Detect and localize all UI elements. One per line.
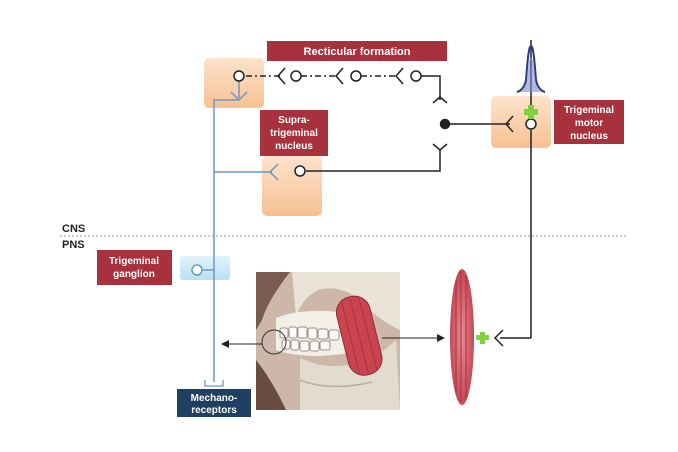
reticular-formation-label: Recticular formation xyxy=(267,41,447,61)
trigeminal-motor-nucleus-box xyxy=(491,96,551,148)
action-potential-fill xyxy=(520,57,542,92)
svg-text:nucleus: nucleus xyxy=(275,141,313,152)
masseter-muscle xyxy=(450,269,474,405)
jaw-illustration xyxy=(256,272,400,410)
mechanoreceptors-label: Mechano- receptors xyxy=(177,389,251,417)
motor-neuron-soma xyxy=(525,118,537,130)
action-potential-trace xyxy=(516,45,546,93)
cns-label: CNS xyxy=(62,223,85,235)
supratrigeminal-nucleus-label: Supra- trigeminal nucleus xyxy=(260,110,328,156)
supratrigeminal-neuron-soma xyxy=(294,165,306,177)
trigeminal-ganglion-box xyxy=(180,256,230,280)
svg-text:Recticular formation: Recticular formation xyxy=(304,46,411,58)
premotor-junction xyxy=(306,115,514,172)
svg-text:motor: motor xyxy=(575,118,603,129)
svg-text:Trigeminal: Trigeminal xyxy=(564,105,614,116)
svg-text:nucleus: nucleus xyxy=(570,131,608,142)
svg-text:trigeminal: trigeminal xyxy=(270,128,318,139)
svg-text:Supra-: Supra- xyxy=(278,115,310,126)
reticular-chain xyxy=(246,67,448,104)
ganglion-neuron-soma xyxy=(191,264,203,276)
svg-text:receptors: receptors xyxy=(191,405,237,416)
trigeminal-motor-nucleus-label: Trigeminal motor nucleus xyxy=(554,100,624,144)
neuromuscular-plus-icon xyxy=(476,332,489,344)
supratrigeminal-nucleus-box xyxy=(262,156,322,216)
excitatory-plus-icon xyxy=(524,105,538,119)
reticular-nucleus-box xyxy=(204,58,264,108)
pns-label: PNS xyxy=(62,239,85,251)
trigeminal-ganglion-label: Trigeminal ganglion xyxy=(97,250,172,285)
svg-text:ganglion: ganglion xyxy=(113,269,155,280)
svg-text:Trigeminal: Trigeminal xyxy=(109,256,159,267)
svg-text:Mechano-: Mechano- xyxy=(191,393,238,404)
reticular-neuron-soma xyxy=(233,70,245,82)
sensory-pathway xyxy=(203,82,279,387)
